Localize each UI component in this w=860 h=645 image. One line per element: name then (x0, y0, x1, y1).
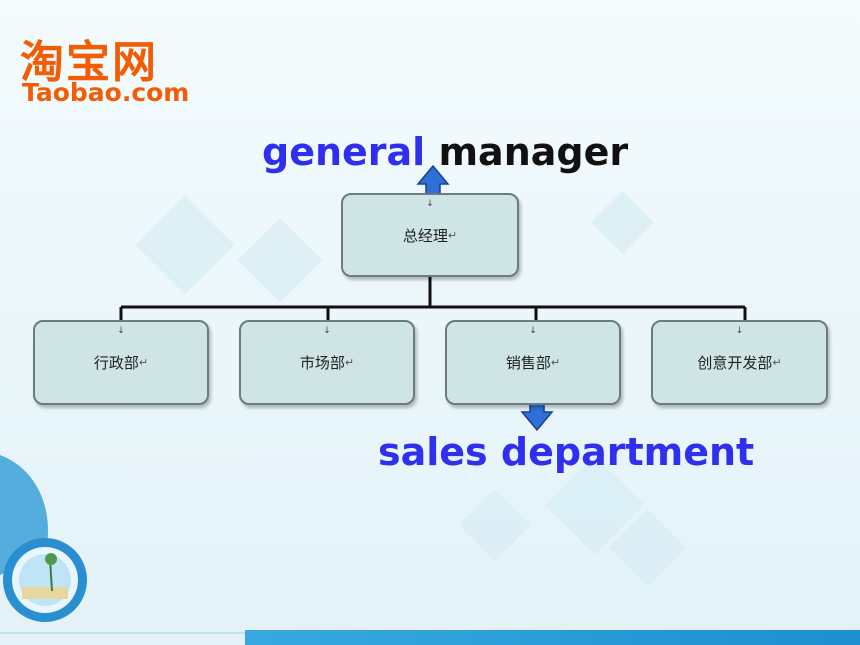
node-child: ↓ 创意开发部↵ (651, 320, 828, 405)
enter-mark: ↵ (344, 356, 355, 369)
caption-sales-department: sales department (378, 430, 755, 474)
tick-mark: ↓ (117, 326, 125, 336)
tick-mark: ↓ (426, 199, 434, 209)
decorative-circle-icon (0, 455, 87, 622)
bottom-accent-bar (245, 630, 860, 645)
taobao-logo: 淘宝网 Taobao.com (20, 26, 220, 108)
node-label: 销售部 (505, 354, 551, 372)
enter-mark: ↵ (138, 356, 149, 369)
logo-english-text: Taobao.com (22, 78, 190, 107)
node-label: 行政部 (93, 354, 139, 372)
tick-mark: ↓ (735, 326, 744, 336)
node-label: 总经理 (402, 226, 448, 245)
enter-mark: ↵ (550, 356, 561, 369)
node-child: ↓ 销售部↵ (445, 320, 621, 405)
node-label: 创意开发部 (697, 354, 773, 372)
tick-mark: ↓ (323, 326, 331, 336)
tick-mark: ↓ (529, 326, 537, 336)
caption-general-manager: general manager (262, 130, 628, 174)
bottom-divider (0, 632, 245, 634)
node-child: ↓ 市场部↵ (239, 320, 415, 405)
node-root: ↓ 总经理↵ (341, 193, 519, 277)
caption-word-general: general (262, 130, 426, 174)
enter-mark: ↵ (772, 356, 782, 369)
enter-mark: ↵ (447, 228, 458, 242)
logo-chinese-text: 淘宝网 (20, 37, 158, 88)
node-label: 市场部 (299, 354, 345, 372)
caption-word-manager: manager (438, 130, 629, 174)
node-child: ↓ 行政部↵ (33, 320, 209, 405)
